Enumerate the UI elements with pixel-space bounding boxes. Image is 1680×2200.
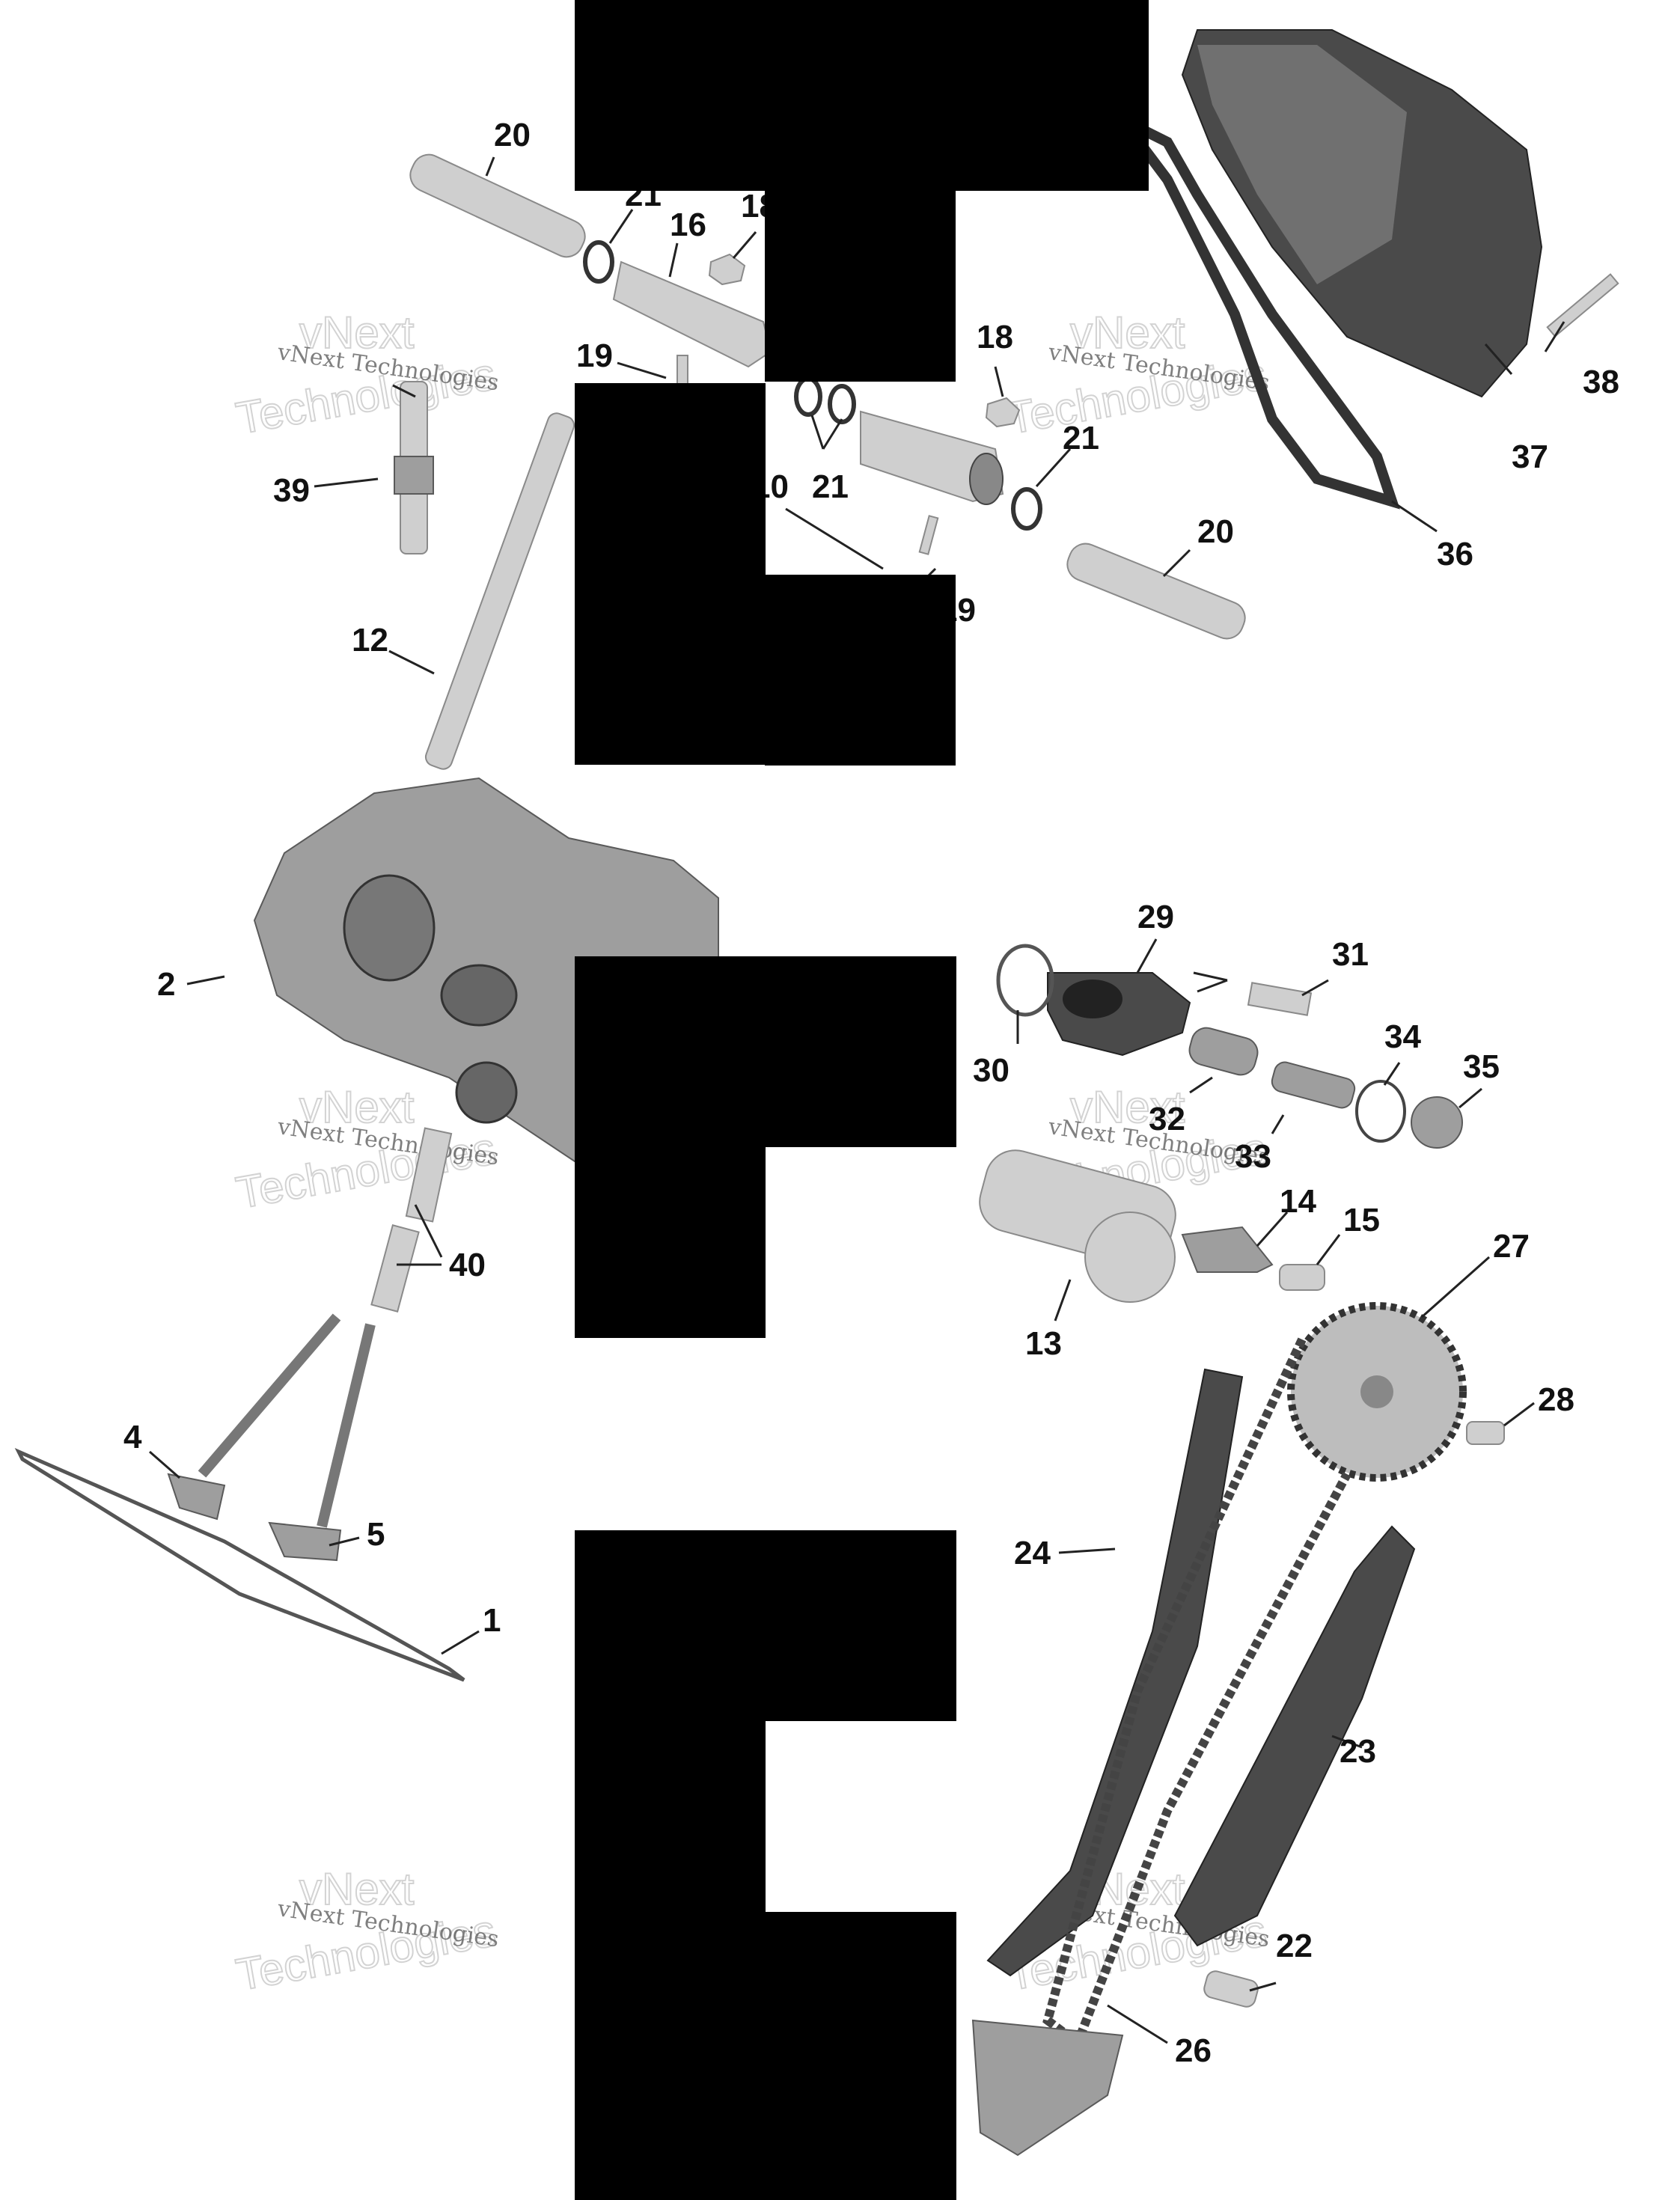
part-valve-4-head — [167, 1473, 226, 1521]
callout-24: 24 — [1014, 1535, 1051, 1571]
callout-20-right: 20 — [1197, 513, 1234, 550]
watermark-large-top: vNext — [1070, 1082, 1185, 1132]
part-bolt-31 — [1247, 982, 1313, 1016]
callout-27: 27 — [1493, 1228, 1530, 1265]
callout-31: 31 — [1332, 936, 1369, 973]
part-head-gasket-1 — [14, 1447, 465, 1682]
redaction-lower-bar — [575, 1530, 956, 1721]
callout-23: 23 — [1340, 1733, 1376, 1770]
part-oring-21-mid-2 — [828, 384, 856, 424]
part-rocker-arm-16 — [612, 260, 772, 368]
callout-38: 38 — [1583, 364, 1619, 400]
callout-26: 26 — [1175, 2032, 1212, 2069]
part-camshaft-gear — [1084, 1211, 1176, 1303]
callout-15: 15 — [1343, 1202, 1380, 1238]
part-oring-21-top — [583, 240, 614, 284]
part-valve-guide-40-a — [405, 1127, 453, 1223]
callout-30: 30 — [973, 1052, 1009, 1089]
redaction-left-column-1 — [575, 383, 766, 765]
part-valve-guide-40-b — [370, 1223, 420, 1313]
callout-39: 39 — [273, 472, 310, 509]
part-chain-guide-24 — [986, 1368, 1244, 1977]
callout-34: 34 — [1384, 1018, 1421, 1055]
part-rocker-bore — [969, 453, 1004, 505]
callout-28: 28 — [1538, 1381, 1574, 1418]
watermark-top-right: vNext Technologies vNext Technologies — [1003, 307, 1271, 444]
callout-13: 13 — [1025, 1325, 1062, 1362]
callout-16: 16 — [670, 207, 706, 243]
callout-4: 4 — [123, 1419, 142, 1455]
redaction-top-stem — [765, 191, 956, 382]
part-pin-33 — [1271, 1061, 1356, 1109]
redaction-bottom-bar — [575, 1912, 956, 2200]
part-intake-flange-29 — [1047, 972, 1191, 1057]
part-lower-guide — [971, 2019, 1124, 2157]
part-head-port-3 — [455, 1061, 518, 1124]
callout-20: 20 — [494, 117, 531, 153]
redaction-top-bar — [575, 0, 1149, 191]
callout-12: 12 — [352, 622, 388, 659]
part-valve-5-stem — [317, 1323, 376, 1528]
callout-1: 1 — [483, 1602, 501, 1639]
callout-33: 33 — [1235, 1138, 1271, 1175]
part-oring-34 — [1355, 1080, 1406, 1143]
part-intake-bore — [1063, 980, 1122, 1018]
callout-2: 2 — [157, 966, 175, 1003]
part-valve-cover-highlight — [1197, 45, 1407, 284]
part-bolt-38 — [1546, 273, 1619, 337]
callout-labels: 20 21 16 18 19 39 12 2 18 21 20 21 10 19… — [123, 117, 1619, 2069]
part-sprocket-hub — [1360, 1375, 1393, 1408]
callout-40: 40 — [449, 1247, 486, 1283]
part-sensor-35 — [1411, 1096, 1463, 1149]
part-tube-12 — [424, 412, 575, 770]
part-oring-21-mid-1 — [794, 376, 822, 417]
part-screw-15 — [1279, 1264, 1325, 1291]
part-nut-18-right — [985, 397, 1021, 428]
leader-lines — [149, 156, 1566, 2044]
watermark-large-top: vNext — [299, 308, 415, 358]
part-plate-14 — [1181, 1226, 1274, 1273]
watermark-large-top: vNext — [299, 1864, 415, 1914]
watermark-top-left: vNext Technologies vNext Technologies — [232, 307, 501, 444]
part-oring-21-right — [1011, 487, 1042, 531]
callout-21-mid: 21 — [812, 468, 849, 505]
callout-22: 22 — [1276, 1928, 1313, 1964]
watermark-large-top: vNext — [1070, 308, 1185, 358]
redaction-lower-stem — [575, 1721, 766, 1912]
part-rocker-shaft-top — [409, 153, 586, 258]
callout-18-right: 18 — [977, 319, 1013, 355]
part-spark-plug-hex — [394, 456, 434, 495]
part-valve-4-stem — [198, 1313, 341, 1478]
callout-14: 14 — [1280, 1183, 1316, 1220]
part-nut-18-top — [708, 253, 746, 286]
callout-36: 36 — [1437, 536, 1473, 572]
callout-21-right: 21 — [1063, 420, 1099, 456]
part-head-port-1 — [343, 874, 436, 982]
part-rocker-shaft-right — [1066, 543, 1246, 640]
watermark-bottom-left: vNext Technologies vNext Technologies — [232, 1863, 501, 2001]
callout-32: 32 — [1149, 1101, 1185, 1137]
callout-37: 37 — [1512, 439, 1548, 475]
part-piston-32 — [1188, 1027, 1259, 1076]
part-screw-19-right — [918, 515, 939, 555]
callout-35: 35 — [1463, 1048, 1500, 1085]
callout-19: 19 — [576, 337, 613, 374]
part-timing-chain-26 — [1042, 1337, 1351, 2050]
callout-29: 29 — [1137, 899, 1174, 935]
watermark-large-top: vNext — [299, 1082, 415, 1132]
part-bolt-28 — [1466, 1421, 1505, 1445]
part-head-port-2 — [440, 964, 518, 1027]
part-tensioner-23 — [1173, 1525, 1416, 1947]
redaction-mid-block-1 — [765, 575, 956, 766]
part-valve-5-head — [268, 1521, 342, 1562]
redaction-mid-block-2 — [575, 956, 956, 1147]
redaction-left-column-2 — [575, 1147, 766, 1338]
part-oring-30 — [996, 944, 1054, 1017]
part-pin-22 — [1203, 1970, 1259, 2008]
redaction-blocks — [575, 0, 1149, 2200]
callout-5: 5 — [367, 1516, 385, 1553]
